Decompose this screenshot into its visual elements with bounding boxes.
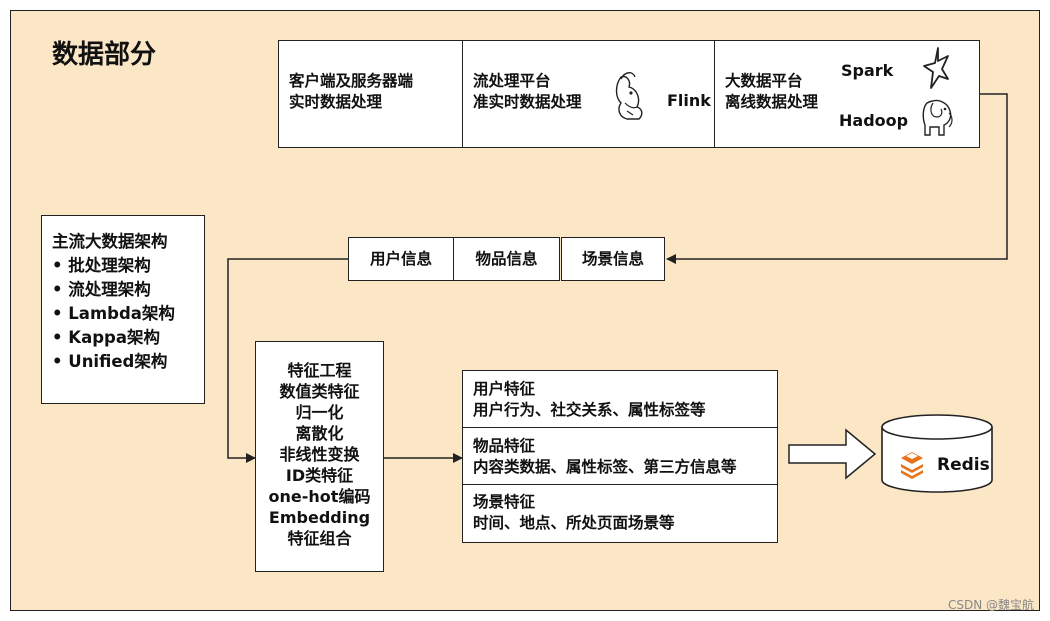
flink-label: Flink	[667, 91, 711, 110]
user-feature-section: 用户特征 用户行为、社交关系、属性标签等	[473, 379, 706, 421]
architecture-item-lambda: • Lambda架构	[52, 304, 175, 323]
stream-platform-line-2: 准实时数据处理	[473, 93, 582, 111]
scene-feature-section: 场景特征 时间、地点、所处页面场景等	[473, 492, 675, 534]
architecture-heading: 主流大数据架构	[52, 232, 168, 251]
user-feature-detail: 用户行为、社交关系、属性标签等	[473, 401, 706, 419]
scene-feature-title: 场景特征	[473, 493, 536, 511]
item-info-box: 物品信息	[453, 237, 560, 281]
hadoop-label: Hadoop	[839, 111, 909, 130]
client-server-line-2: 实时数据处理	[289, 93, 383, 111]
item-feature-title: 物品特征	[473, 437, 536, 455]
fe-line-1: 特征工程	[287, 361, 352, 380]
squirrel-icon	[615, 72, 643, 120]
big-data-platform-box: 大数据平台 离线数据处理 Spark Hadoop	[714, 40, 980, 148]
architecture-box: 主流大数据架构 • 批处理架构 • 流处理架构 • Lambda架构 • Kap…	[41, 215, 205, 404]
architecture-item-stream: • 流处理架构	[52, 280, 151, 299]
feature-categories-box: 用户特征 用户行为、社交关系、属性标签等 物品特征 内容类数据、属性标签、第三方…	[462, 370, 778, 543]
architecture-item-kappa: • Kappa架构	[52, 328, 160, 347]
arrow-info-to-feature-engineering	[227, 258, 348, 463]
item-feature-detail: 内容类数据、属性标签、第三方信息等	[473, 458, 737, 476]
fe-line-7: one-hot编码	[268, 487, 371, 506]
item-info-label: 物品信息	[475, 250, 538, 268]
spark-label: Spark	[841, 61, 894, 80]
architecture-item-batch: • 批处理架构	[52, 256, 151, 275]
fe-line-8: Embedding	[268, 508, 371, 527]
feature-divider-2	[463, 484, 777, 485]
scene-info-label: 场景信息	[581, 250, 644, 268]
big-data-line-2: 离线数据处理	[725, 93, 819, 111]
client-server-box: 客户端及服务器端 实时数据处理	[278, 40, 464, 148]
stream-platform-line-1: 流处理平台	[473, 72, 551, 90]
fe-line-3: 归一化	[295, 403, 344, 422]
fe-line-5: 非线性变换	[279, 445, 360, 464]
user-feature-title: 用户特征	[473, 380, 536, 398]
item-feature-section: 物品特征 内容类数据、属性标签、第三方信息等	[473, 436, 737, 478]
elephant-icon	[922, 99, 953, 136]
scene-feature-detail: 时间、地点、所处页面场景等	[473, 514, 675, 532]
client-server-line-1: 客户端及服务器端	[289, 72, 414, 90]
stream-platform-box: 流处理平台 准实时数据处理 Flink	[462, 40, 716, 148]
block-arrow-to-redis	[788, 428, 877, 480]
user-info-label: 用户信息	[369, 250, 432, 268]
watermark: CSDN @魏宝航	[947, 598, 1034, 612]
big-data-line-1: 大数据平台	[725, 72, 803, 90]
scene-info-box: 场景信息	[561, 237, 665, 281]
fe-line-2: 数值类特征	[279, 382, 360, 401]
feature-engineering-box: 特征工程 数值类特征 归一化 离散化 非线性变换 ID类特征 one-hot编码…	[255, 341, 384, 572]
page-title: 数据部分	[52, 40, 157, 70]
redis-stack-icon	[901, 452, 923, 479]
redis-label: Redis	[937, 455, 990, 475]
star-icon	[923, 47, 949, 89]
fe-line-9: 特征组合	[287, 529, 352, 548]
architecture-item-unified: • Unified架构	[52, 352, 168, 371]
feature-divider-1	[463, 427, 777, 428]
arrow-platform-to-info	[666, 93, 1008, 264]
fe-line-4: 离散化	[295, 424, 344, 443]
fe-line-6: ID类特征	[285, 466, 354, 485]
user-info-box: 用户信息	[348, 237, 454, 281]
redis-cylinder	[881, 414, 993, 493]
